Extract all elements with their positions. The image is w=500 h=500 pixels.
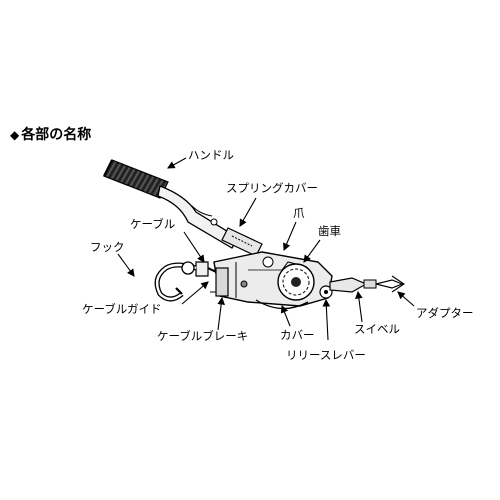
label-swivel: スイベル [354,322,400,336]
cable-line [207,267,217,273]
gear-leader [303,239,321,263]
cable-brake-part [210,267,229,297]
label-spring-cover: スプリングカバー [226,181,318,195]
label-release-lever: リリースレバー [286,348,366,362]
release-lever-part [319,285,333,299]
swivel-leader [355,290,363,323]
label-hook: フック [90,240,125,254]
swivel-part [329,277,377,293]
handle-leader [167,157,187,169]
label-cable: ケーブル [130,217,176,231]
section-heading-text: 各部の名称 [21,127,92,143]
cover-leader [280,304,291,327]
adapter-leader [397,291,415,307]
label-cable-brake: ケーブルブレーキ [157,329,249,343]
cable-brake-leader [217,296,226,331]
handle-part [103,159,239,249]
label-pawl: 爪 [293,206,305,220]
gear-part [277,261,315,301]
diamond-bullet-icon: ◆ [10,128,20,142]
label-adapter: アダプター [416,306,474,320]
label-gear: 歯車 [318,224,341,238]
hook-part [154,261,209,302]
release-lever-leader [322,298,331,341]
hook-leader [117,253,135,277]
adapter-part [375,275,405,293]
spring-cover-leader [239,197,257,227]
label-handle: ハンドル [188,148,234,162]
cable-leader [183,231,205,263]
cable-guide-leader [181,281,209,305]
leader-lines [117,157,415,341]
label-cable-guide: ケーブルガイド [82,302,162,316]
pawl-leader [283,221,297,252]
section-heading: ◆各部の名称 [10,124,91,144]
label-cover: カバー [280,328,315,342]
spring-cover-part [221,227,263,257]
